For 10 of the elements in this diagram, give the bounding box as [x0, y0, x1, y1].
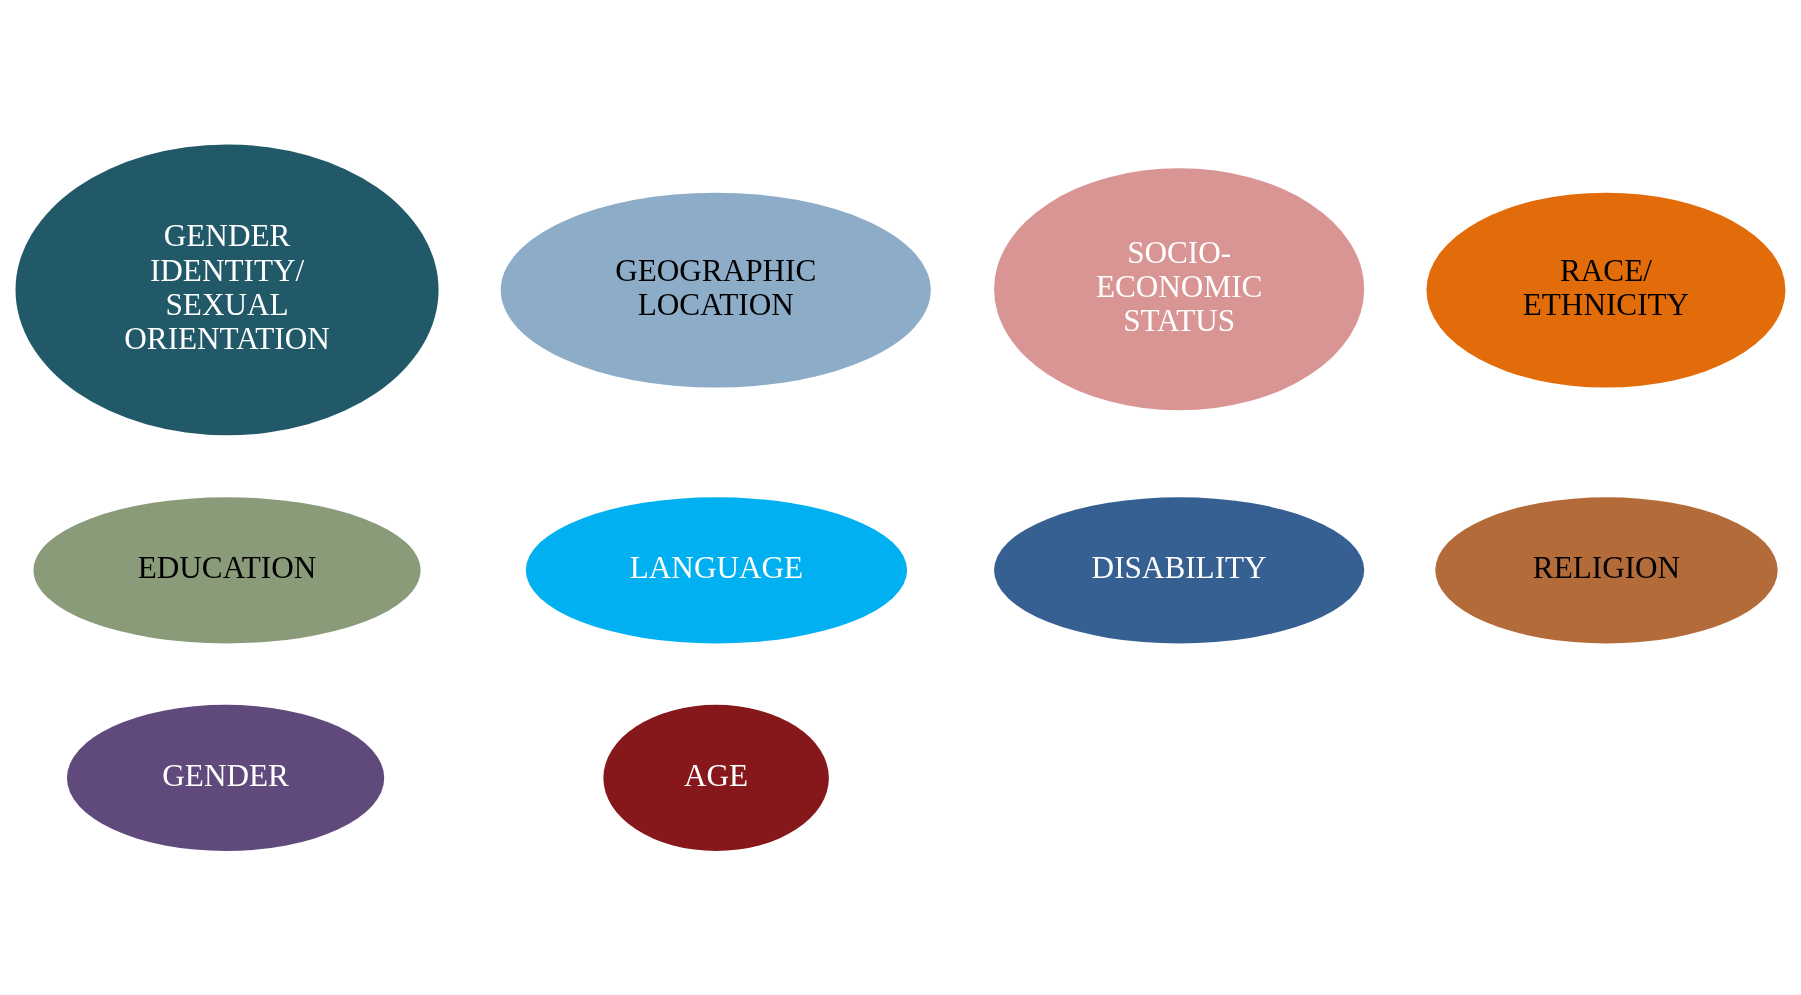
node-ellipse: EDUCATION: [33, 497, 421, 644]
node-ellipse: RACE/ ETHNICITY: [1426, 192, 1786, 388]
node-ellipse: RELIGION: [1435, 497, 1778, 644]
node-ellipse: AGE: [603, 704, 829, 851]
node-ellipse: LANGUAGE: [525, 497, 908, 644]
node-ellipse: GENDER IDENTITY/ SEXUAL ORIENTATION: [15, 144, 439, 436]
node-ellipse: GENDER: [66, 704, 385, 851]
node-ellipse: DISABILITY: [994, 497, 1365, 644]
node-ellipse: GEOGRAPHIC LOCATION: [500, 192, 931, 388]
node-ellipse: SOCIO- ECONOMIC STATUS: [994, 168, 1365, 411]
